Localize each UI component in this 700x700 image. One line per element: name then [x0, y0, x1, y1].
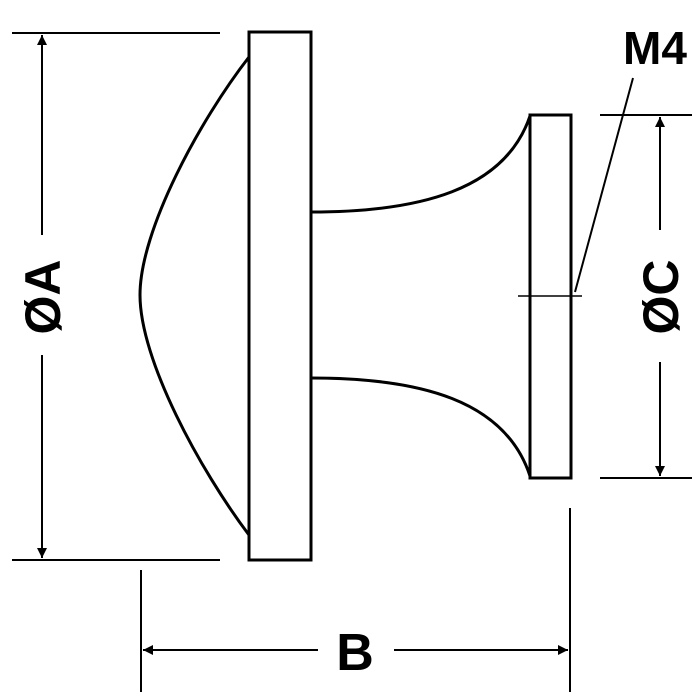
knob-head-plate [247, 30, 313, 562]
dimension-b [140, 508, 571, 692]
stem-lower-curve [310, 376, 532, 477]
dimension-a [12, 32, 220, 561]
knob-dome [138, 56, 251, 536]
dimension-label-b: B [336, 624, 374, 682]
thread-label: M4 [623, 22, 687, 74]
dimension-c [600, 114, 692, 479]
dimension-label-a: ØA [15, 260, 71, 335]
thread-leader-line [574, 77, 634, 293]
dimension-label-c: ØC [633, 260, 689, 335]
knob-outline [138, 30, 573, 562]
stem-upper-curve [310, 115, 532, 214]
